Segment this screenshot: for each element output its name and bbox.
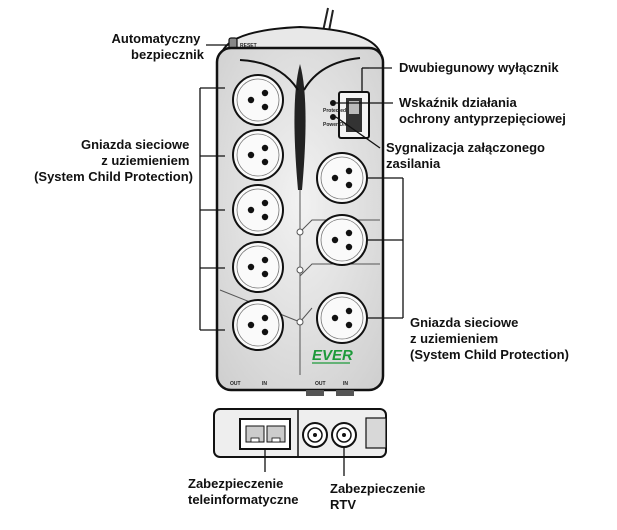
segment-dot-2 (296, 266, 304, 274)
power-signal-label: Sygnalizacja załączonego zasilania (386, 140, 549, 171)
telecom-protection-label: Zabezpieczenie teleinformatyczne (188, 476, 299, 507)
schuko-socket-icon (232, 129, 284, 181)
schuko-socket-icon (316, 292, 368, 344)
sockets-left-label: Gniazda sieciowe z uziemieniem (System C… (34, 137, 193, 184)
coax-connector-icon (302, 422, 328, 448)
bottom-mark-in-2: IN (343, 381, 348, 387)
power-strip-end-view (213, 408, 387, 458)
led-protected-label: Protected (323, 108, 346, 114)
led-power-label: Power ON (323, 122, 347, 128)
rj45-port-icon (266, 425, 286, 443)
rtv-protection-label: Zabezpieczenie RTV (330, 481, 429, 512)
schuko-socket-icon (232, 74, 284, 126)
schuko-socket-icon (232, 241, 284, 293)
brand-logo: EVER (312, 347, 353, 364)
coax-connector-icon (331, 422, 357, 448)
callout-lines (199, 44, 404, 476)
auto-fuse-label: Automatyczny bezpiecznik (112, 31, 205, 62)
bottom-mark-out-1: OUT (230, 381, 241, 387)
schuko-socket-icon (316, 152, 368, 204)
center-swoosh (294, 64, 306, 190)
segment-line-2 (299, 263, 380, 277)
sockets-right-label: Gniazda sieciowe z uziemieniem (System C… (410, 315, 569, 362)
protection-led (330, 100, 336, 106)
surge-indicator-label: Wskaźnik działania ochrony antyprzepięci… (399, 95, 566, 126)
segment-dot-3 (296, 318, 304, 326)
segment-dot-1 (296, 228, 304, 236)
bipolar-switch-label: Dwubiegunowy wyłącznik (399, 60, 559, 75)
sockets-group (232, 74, 368, 351)
schuko-socket-icon (232, 184, 284, 236)
end-view-cap (365, 417, 387, 449)
bottom-mark-in-1: IN (262, 381, 267, 387)
schuko-socket-icon (316, 214, 368, 266)
rj45-port-icon (245, 425, 265, 443)
bottom-mark-out-2: OUT (315, 381, 326, 387)
power-led (330, 114, 336, 120)
power-strip-front: RESET Protected Power ON EVER OUT IN (215, 7, 385, 396)
left-curve (239, 59, 299, 91)
reset-label: RESET (240, 43, 257, 49)
schuko-socket-icon (232, 299, 284, 351)
bottom-port-stub-2 (336, 390, 354, 396)
right-curve (303, 57, 361, 91)
bottom-port-stub-1 (306, 390, 324, 396)
switch-rocker-highlight (349, 101, 359, 114)
